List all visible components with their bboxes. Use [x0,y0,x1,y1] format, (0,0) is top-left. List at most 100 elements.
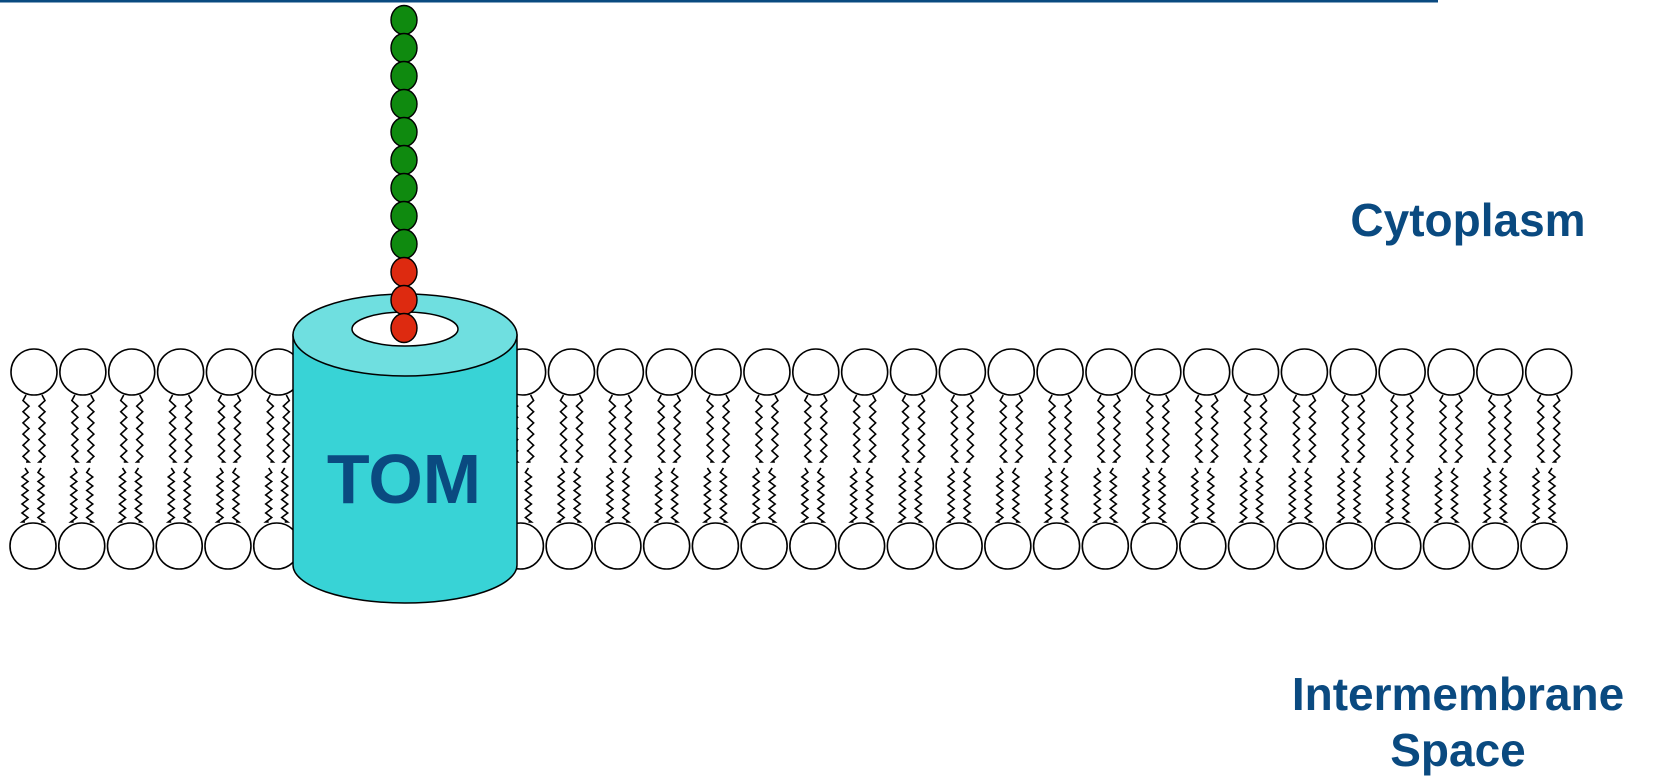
lipid-tail [1238,467,1248,523]
lipid-head [889,348,938,396]
lipid-tail [68,467,79,523]
lipid-tail [559,394,569,463]
lipid-pair [1276,348,1329,570]
lipid-pair [1032,348,1084,570]
lipid-tail [217,394,227,463]
lipid-head [1373,522,1422,570]
precursor-protein-chain [390,4,418,344]
lipid-tail [653,467,663,523]
lipid-tail [280,467,291,523]
lipid-tail [705,394,716,463]
lipid-tail [165,467,176,523]
tom-body [292,334,518,604]
lipid-tail [623,394,633,463]
lipid-tail [1405,394,1415,463]
lipid-head [1231,348,1280,396]
lipid-tail [1189,467,1200,523]
lipid-head [205,348,254,396]
lipid-head [545,522,593,570]
lipid-pair [789,348,840,570]
lipid-tail [994,467,1005,523]
lipid-head [840,348,889,396]
lipid-tail [168,394,178,463]
lipid-tail [1389,394,1400,463]
lipid-tail [266,394,276,463]
lipid-head [155,522,204,570]
mature-protein-residue [390,88,418,120]
lipid-tail [950,394,960,463]
intermembrane-space-label: Intermembrane Space [1248,666,1667,778]
lipid-pair [545,348,596,570]
lipid-head [1276,522,1325,570]
lipid-tail [572,467,583,523]
mature-protein-residue [390,60,418,92]
lipid-tail [1011,467,1022,523]
lipid-tail [1258,394,1268,463]
lipid-tail [1014,394,1024,463]
lipid-tail [1140,467,1151,523]
lipid-head [107,348,156,396]
lipid-head [1130,522,1178,570]
lipid-tail [182,467,193,523]
lipid-head [938,348,987,396]
lipid-tail [1047,394,1058,463]
lipid-tail [555,467,566,523]
signal-sequence-residue [390,312,418,344]
lipid-tail [896,467,907,523]
mature-protein-residue [390,144,418,176]
lipid-tail [1292,394,1302,463]
cytoplasm-label: Cytoplasm [1350,194,1586,246]
lipid-tail [1335,467,1346,523]
lipid-head [1085,348,1133,396]
lipid-pair [1373,348,1426,570]
lipid-tail [1530,467,1541,523]
lipid-tail [657,394,667,463]
lipid-tail [1433,467,1443,523]
lipid-tail [719,467,729,523]
lipid-head [1036,348,1084,396]
lipid-head [1476,348,1524,396]
lipid-head [204,522,252,570]
lipid-head [1081,522,1130,570]
lipid-head [156,348,205,396]
signal-sequence-residue [390,256,418,288]
lipid-tail [803,394,813,463]
lipid-head [789,522,837,570]
lipid-tail [1450,467,1460,523]
lipid-head [645,348,694,396]
intermembrane-label-line1: Intermembrane [1291,668,1625,720]
lipid-pair [740,348,791,570]
lipid-tail [70,394,80,463]
lipid-tail [281,394,291,463]
lipid-tail [1209,394,1219,463]
lipid-head [1329,348,1378,396]
lipid-tail [1145,394,1155,463]
lipid-head [1227,522,1276,570]
lipid-tail [754,394,764,463]
lipid-head [740,522,788,570]
lipid-pair [594,348,645,570]
lipid-pair [1179,348,1231,570]
lipid-tail [1063,394,1073,463]
lipid-head [1280,348,1329,396]
lipid-head [886,522,935,570]
lipid-tail [1341,394,1351,463]
lipid-tail [1487,394,1497,463]
lipid-tail [183,394,193,463]
mature-protein-residue [390,172,418,204]
lipid-head [1520,522,1568,570]
lipid-tail [263,467,274,523]
lipid-bilayer [9,348,1573,570]
lipid-head [9,522,57,570]
lipid-head [1378,348,1426,396]
lipid-head [1471,522,1520,570]
lipid-tail [1502,394,1513,463]
intermembrane-label-line2: Space [1390,724,1526,776]
lipid-tail [1307,394,1317,463]
lipid-head [1032,522,1081,570]
lipid-tail [1303,467,1314,523]
lipid-tail [799,467,810,523]
lipid-tail [1160,394,1170,463]
lipid-head [596,348,645,396]
